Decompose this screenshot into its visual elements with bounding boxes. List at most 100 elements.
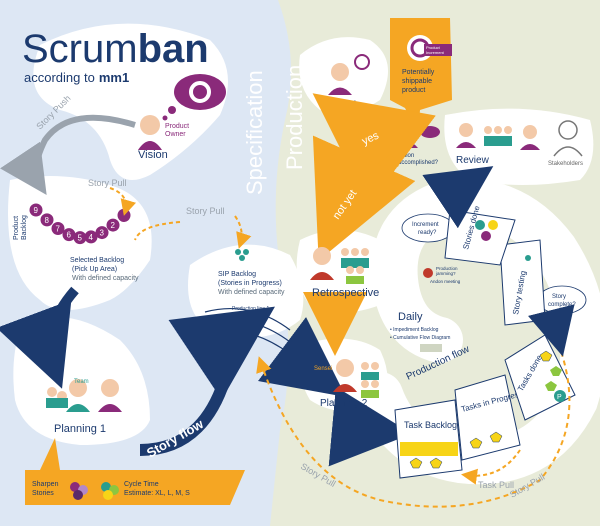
vision-accomplished-1: Vision [398, 153, 414, 159]
product-person [328, 54, 370, 95]
product-bubble-line-2: shippable [402, 78, 432, 85]
story-push-arrow [0, 114, 136, 195]
column-label-task-backlog: Task Backlog [404, 420, 457, 430]
subtitle-prefix: according to [24, 70, 95, 85]
legend-sharpen-icon [70, 482, 88, 500]
product-backlog-label-1: Product [13, 216, 20, 240]
daily-note-1: Production [436, 266, 458, 271]
selected-backlog-capacity: With defined capacity [72, 275, 139, 282]
flow-arrow-to-task-backlog [328, 386, 412, 467]
title-light: Scrum [22, 27, 138, 71]
column-story-testing: Story testing [499, 239, 546, 326]
product-increment-tag [424, 44, 452, 56]
legend-sharpen-2: Stories [32, 490, 54, 497]
product-owner-avatar [138, 115, 162, 150]
label-story-pull-mid: Story Pull [186, 206, 225, 216]
product-backlog-items: 987654321 [29, 203, 131, 245]
legend-cycle-estimate: Estimate: XL, L, M, S [124, 490, 190, 497]
selected-backlog-subtitle: (Pick Up Area) [72, 266, 117, 273]
stage-vision: Vision [138, 149, 168, 161]
product-increment-tag-2: Increment [426, 50, 445, 55]
flow-arrow-to-planning2 [258, 316, 346, 398]
backlog-item-number: 7 [56, 224, 61, 233]
daily-note-2: jamming? [435, 271, 456, 276]
stage-planning1: Planning 1 [54, 423, 106, 435]
production-line-1-label: Production line 1 [232, 306, 269, 312]
increment-ready-2: ready? [418, 230, 437, 236]
backlog-item-number: 9 [34, 206, 39, 215]
legend-cycle-title: Cycle Time [124, 481, 159, 488]
backlog-item-marker [40, 213, 54, 227]
backlog-item-number: 5 [78, 234, 83, 243]
column-task-backlog: Task Backlog [394, 399, 463, 479]
product-increment-tag-1: Product [426, 45, 441, 50]
backlog-pull-person [118, 210, 130, 222]
story-pull-mid-arrow [234, 215, 252, 249]
story-complete-bubble [537, 285, 587, 315]
product-owner-label-2: Owner [165, 131, 186, 138]
selected-backlog-title: Selected Backlog [70, 257, 124, 264]
story-pull-mid-tail [134, 221, 181, 241]
story-pull-top-arrow [109, 187, 137, 216]
backlog-item-marker [84, 230, 98, 244]
tasks-done-to-testing-arrow [527, 304, 575, 357]
product-owner-label-1: Product [165, 123, 189, 130]
vision-cloud [33, 23, 229, 180]
role-stakeholders: Stakeholders [548, 161, 583, 167]
review-cloud [444, 108, 594, 185]
column-tasks-in-progress: Tasks in Progress [454, 374, 524, 461]
sip-backlog-capacity: With defined capacity [218, 289, 285, 296]
label-task-pull: Task Pull [478, 480, 514, 490]
story-complete-1: Story [552, 294, 566, 300]
daily-bullet-1: • Impediment Backlog [390, 327, 439, 333]
backlog-item-number: 6 [67, 231, 72, 240]
legend-sharpen-1: Sharpen [32, 481, 59, 488]
planning1-people [46, 379, 122, 412]
role-team: Team [74, 379, 89, 385]
stage-planning2: Planning 2 [320, 398, 368, 409]
team-mini-icons [235, 249, 249, 261]
sip-backlog-subtitle: (Stories in Progress) [218, 280, 282, 287]
product-bubble-line-3: product [402, 87, 425, 94]
story-flow-arrow [139, 306, 275, 456]
increment-ready-bubble [401, 213, 455, 243]
retro-people [310, 247, 369, 284]
subtitle-brand: mm1 [99, 70, 129, 85]
backlog-item-number: 3 [100, 229, 105, 238]
backlog-item-number: 4 [89, 233, 94, 242]
backlog-item-marker [106, 218, 120, 232]
backlog-item-number: 2 [111, 221, 116, 230]
andon-icon [423, 268, 433, 278]
stories-done-to-review-arrow [422, 166, 494, 229]
production-line-2-label: 2 [212, 318, 215, 324]
not-yet-arrow [312, 135, 416, 261]
backlog-item-marker [62, 228, 76, 242]
legend-cycle-icon [101, 482, 119, 500]
flow-arrow-to-planning1 [0, 286, 79, 389]
backlog-item-marker [73, 231, 87, 245]
product-bubble-line-1: Potentially [402, 69, 435, 76]
subtitle: according to mm1 [24, 70, 129, 85]
title-bold: ban [138, 27, 209, 71]
story-pull-bottom-arrow [256, 334, 571, 508]
backlog-item-marker [29, 203, 43, 217]
section-production: Production [282, 65, 307, 170]
task-pull-arrow [461, 449, 521, 485]
title: Scrumban [22, 27, 209, 71]
backlog-item-marker [51, 221, 65, 235]
label-story-pull-top: Story Pull [88, 178, 127, 188]
review-people [456, 120, 583, 157]
stage-review: Review [456, 155, 490, 166]
planning2-people [333, 359, 379, 398]
daily-title: Daily [398, 311, 423, 323]
increment-ready-1: Increment [412, 222, 439, 228]
vision-thought-bubble [162, 74, 226, 121]
daily-bullet-2: • Cumulative Flow Diagram [390, 335, 450, 341]
sip-backlog-title: SIP Backlog [218, 271, 256, 278]
story-complete-2: complete? [548, 302, 576, 308]
backlog-item-marker [95, 226, 109, 240]
cfd-icon [420, 344, 442, 352]
product-backlog-label-2: Backlog [21, 215, 28, 240]
